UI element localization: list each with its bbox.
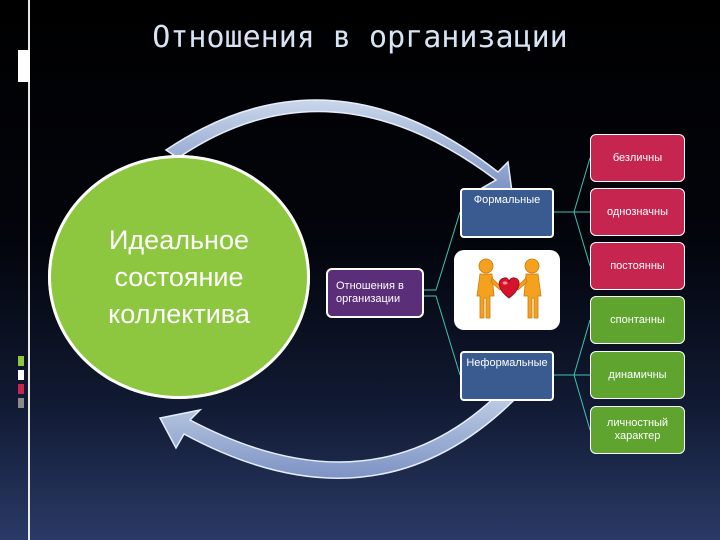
connector-root-informal — [424, 295, 461, 376]
deco-block-top — [18, 50, 30, 82]
leaf-unambiguous: однозначны — [590, 188, 685, 236]
leaf-permanent: постоянны — [590, 242, 685, 290]
branch-informal: Неформальные — [460, 351, 554, 401]
ideal-state-circle: Идеальное состояние коллектива — [48, 155, 310, 399]
branch-formal: Формальные — [460, 188, 554, 238]
figures-image-panel — [454, 250, 560, 330]
ideal-state-text: Идеальное состояние коллектива — [108, 222, 250, 333]
connector-informal-leaf3 — [554, 374, 591, 431]
deco-square-gray — [18, 398, 24, 408]
slide-title: Отношения в организации — [152, 20, 568, 55]
bottom-arc — [158, 380, 524, 479]
top-arc — [164, 99, 513, 193]
circle-line-1: Идеальное — [109, 224, 249, 255]
two-figures-with-heart-icon — [476, 258, 542, 319]
left-rule — [28, 0, 30, 540]
connector-formal-leaf1 — [554, 157, 591, 213]
deco-square-red — [18, 384, 24, 394]
root-node-relations: Отношения в организации — [326, 268, 424, 318]
deco-square-green — [18, 356, 24, 366]
leaf-spontaneous: спонтанны — [590, 296, 685, 344]
deco-square-white — [18, 370, 24, 380]
circle-line-3: коллектива — [108, 298, 250, 329]
connector-root-formal — [424, 211, 461, 291]
leaf-personal-character: личностный характер — [590, 406, 685, 454]
leaf-dynamic: динамичны — [590, 351, 685, 399]
leaf-impersonal: безличны — [590, 134, 685, 182]
circle-line-2: состояние — [114, 261, 244, 292]
connector-formal-leaf3 — [554, 211, 591, 267]
